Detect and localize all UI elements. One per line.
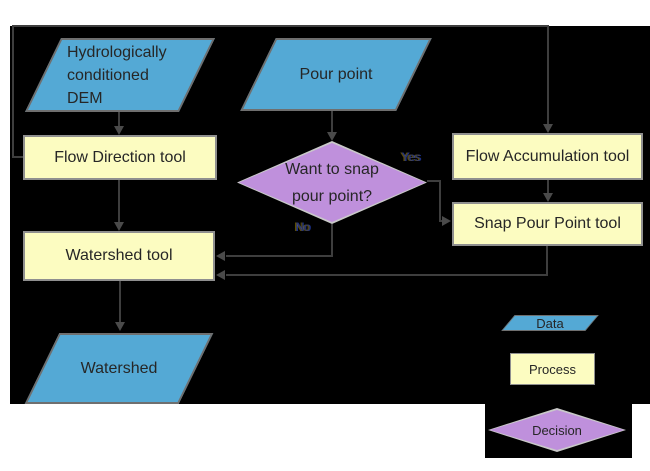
- node-snap-pour-point-tool-label: Snap Pour Point tool: [474, 215, 621, 232]
- node-snap-pour-point-tool: Snap Pour Point tool: [452, 202, 643, 246]
- edge-flowdirection-to-flowaccumulation-seg2: [12, 25, 14, 158]
- legend-process-label: Process: [529, 361, 576, 377]
- edge-flowdirection-to-flowaccumulation-seg3: [12, 25, 549, 27]
- edge-watershedtool-to-watershed: [119, 281, 121, 322]
- edge-pourpoint-to-decision: [331, 111, 333, 132]
- edge-label-no: No: [295, 220, 311, 234]
- edge-decision-yes-seg1: [427, 180, 441, 182]
- edge-flowdirection-to-flowaccumulation-seg4: [547, 25, 549, 124]
- edge-dem-to-flowdirection-arrowhead: [114, 126, 124, 135]
- node-dem-label-line1: Hydrologically: [67, 44, 167, 61]
- legend-decision: Decision: [488, 408, 626, 452]
- node-watershed-tool: Watershed tool: [23, 231, 215, 281]
- legend-decision-label: Decision: [532, 422, 582, 438]
- edge-flowdirection-to-flowaccumulation-arrowhead: [543, 124, 553, 133]
- node-snap-decision-label-line2: pour point?: [291, 187, 373, 205]
- edge-watershedtool-to-watershed-arrowhead: [115, 322, 125, 331]
- edge-snappourpoint-to-watershedtool-seg1: [546, 246, 548, 276]
- edge-snappourpoint-to-watershedtool-seg2: [226, 274, 548, 276]
- node-pour-point-label: Pour point: [299, 65, 373, 83]
- legend-process: Process: [510, 353, 595, 385]
- node-flow-direction-tool-label: Flow Direction tool: [54, 148, 186, 166]
- edge-decision-yes-seg3: [439, 220, 443, 222]
- edge-flowdirection-to-watershedtool: [118, 180, 120, 222]
- legend-data-label: Data: [536, 315, 564, 331]
- edge-dem-to-flowdirection: [118, 112, 120, 128]
- node-dem: Hydrologically conditioned DEM: [24, 38, 216, 112]
- edge-decision-yes-seg2: [439, 180, 441, 222]
- node-snap-decision-label: Want to snap pour point?: [237, 141, 427, 224]
- node-snap-decision: Want to snap pour point?: [237, 141, 427, 224]
- node-watershed-tool-label: Watershed tool: [65, 247, 173, 264]
- edge-flowdirection-to-flowaccumulation-seg1: [12, 156, 24, 158]
- edge-snappourpoint-to-watershedtool-arrowhead: [216, 270, 225, 280]
- node-dem-label-line2: conditioned: [67, 67, 149, 84]
- edge-flowdirection-to-watershedtool-arrowhead: [114, 222, 124, 231]
- node-watershed-output: Watershed: [24, 333, 214, 404]
- edge-decision-no-seg1: [331, 224, 333, 257]
- node-flow-accumulation-tool-label: Flow Accumulation tool: [465, 147, 630, 165]
- edge-flowaccumulation-to-snappourpoint: [547, 180, 549, 193]
- edge-label-yes: Yes: [401, 150, 421, 164]
- node-watershed-output-label: Watershed: [80, 359, 158, 377]
- edge-decision-no-arrowhead: [216, 251, 225, 261]
- node-pour-point: Pour point: [240, 38, 432, 111]
- edge-pourpoint-to-decision-arrowhead: [327, 132, 337, 141]
- node-flow-direction-tool: Flow Direction tool: [23, 135, 217, 180]
- node-dem-label-line3: DEM: [67, 90, 103, 107]
- node-flow-accumulation-tool: Flow Accumulation tool: [452, 133, 643, 180]
- node-dem-label: Hydrologically conditioned DEM: [25, 38, 215, 112]
- edge-decision-yes-arrowhead: [442, 216, 451, 226]
- node-snap-decision-label-line1: Want to snap: [285, 160, 379, 178]
- legend-data: Data: [501, 315, 599, 331]
- edge-decision-no-seg2: [226, 255, 333, 257]
- edge-flowaccumulation-to-snappourpoint-arrowhead: [543, 193, 553, 202]
